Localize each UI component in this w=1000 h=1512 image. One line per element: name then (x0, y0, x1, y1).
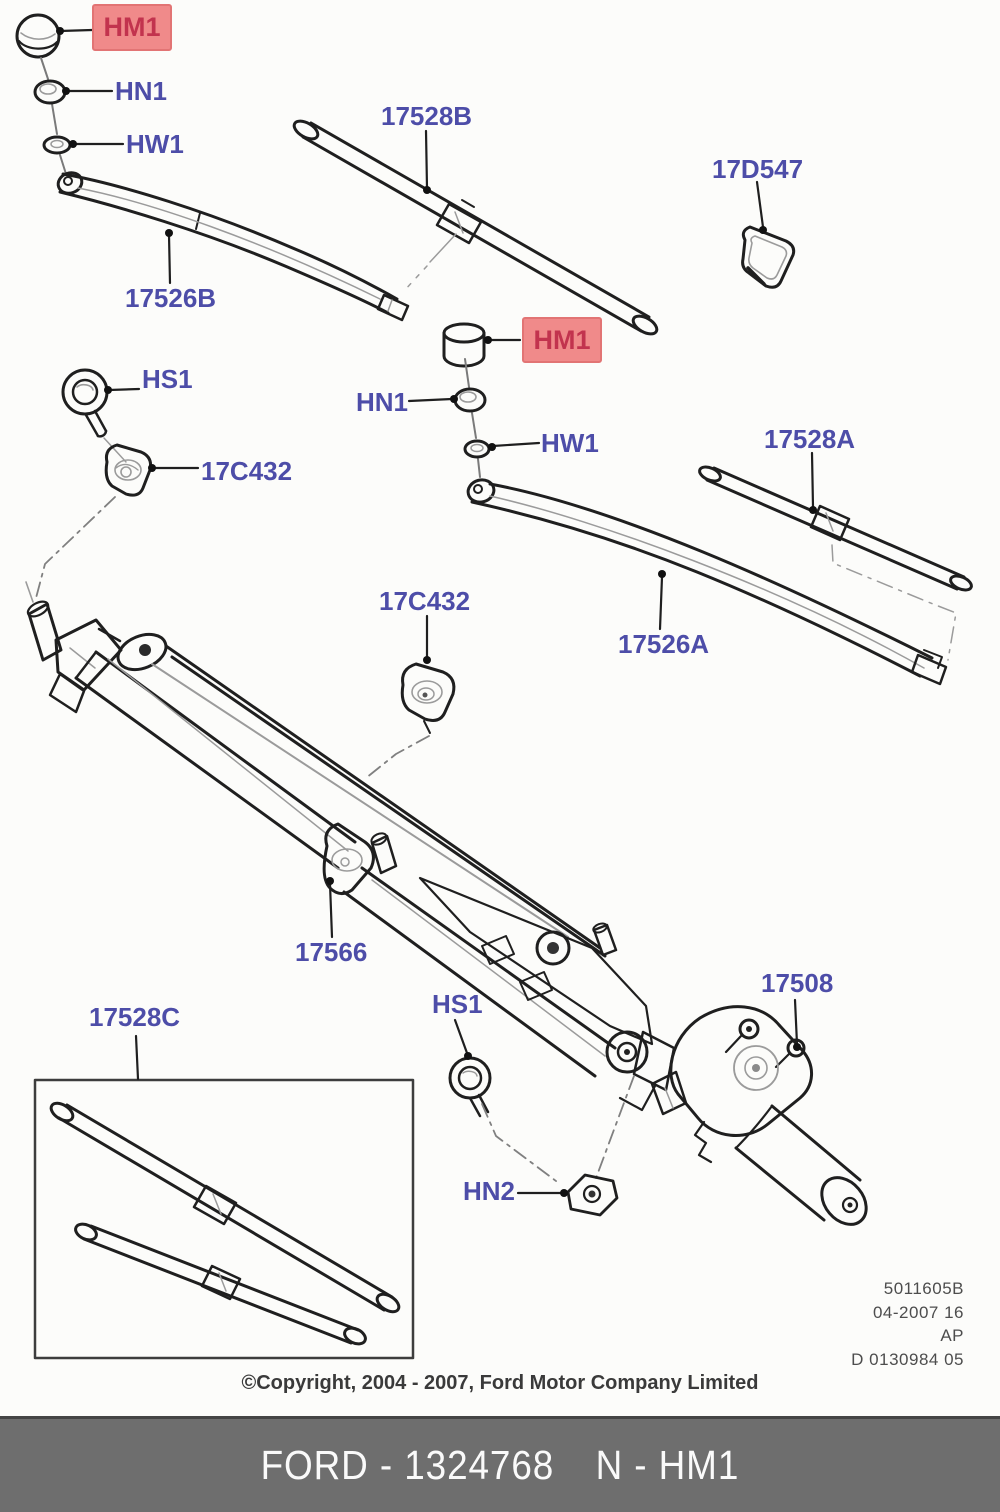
nut-hn1-top-drawing (33, 79, 67, 105)
highlighted-callout-hm1-mid: HM1 (522, 317, 602, 363)
part-label-hn2: HN2 (463, 1176, 516, 1206)
wiper-arm-17526A-drawing (466, 478, 948, 686)
cap-hm1-top-drawing (15, 13, 61, 59)
part-label-hn1-mid: HN1 (356, 387, 409, 417)
stamp-line-2: 04-2007 16 (872, 1302, 964, 1322)
part-label-hm1-top: HM1 (103, 12, 161, 42)
part-label-17526A: 17526A (618, 629, 710, 659)
blade-kit-17528C-drawing (33, 1078, 415, 1360)
construction-line-left (35, 496, 116, 599)
construction-line-hn2 (595, 1075, 635, 1179)
wiper-motor-17508-drawing (650, 1005, 868, 1226)
footer-item-code: N - HM1 (595, 1442, 740, 1488)
part-label-hw1-top: HW1 (126, 129, 184, 159)
footer-bar: FORD - 1324768 N - HM1 (0, 1416, 1000, 1512)
wiper-blade-17528B-drawing (292, 119, 659, 336)
wiper-blade-17528A-drawing (698, 465, 973, 661)
footer-reference: FORD - 1324768 N - HM1 (261, 1442, 740, 1489)
part-label-hm1-mid: HM1 (533, 324, 591, 355)
part-label-hs1-lower: HS1 (432, 989, 483, 1019)
stamp-line-4: D 0130984 05 (851, 1349, 964, 1369)
footer-part-number: FORD - 1324768 (260, 1442, 555, 1488)
construction-line-hs1 (481, 1103, 561, 1185)
part-label-17508: 17508 (761, 968, 834, 998)
cap-hm1-mid-drawing (442, 322, 486, 368)
part-label-17C432-mid: 17C432 (379, 586, 471, 616)
screw-hs1-left-drawing (61, 368, 127, 463)
part-label-17526B: 17526B (125, 283, 217, 313)
washer-hw1-mid-drawing (463, 439, 491, 459)
copyright-notice: ©Copyright, 2004 - 2007, Ford Motor Comp… (241, 1372, 759, 1394)
part-label-17528B: 17528B (381, 101, 473, 131)
nut-hn1-mid-drawing (453, 387, 487, 413)
part-label-hs1-left: HS1 (142, 364, 193, 394)
stamp-line-1: 5011605B (883, 1279, 964, 1298)
wiper-arm-17526B-drawing (56, 171, 410, 322)
part-label-17566: 17566 (295, 937, 368, 967)
part-label-hw1-mid: HW1 (541, 428, 599, 458)
part-label-hn1-top: HN1 (115, 76, 168, 106)
stamp-line-3: AP (940, 1326, 964, 1345)
part-label-17528A: 17528A (764, 424, 856, 454)
grommet-17C432-mid-drawing (400, 662, 456, 734)
construction-line-mid (365, 735, 430, 779)
fastener-stem-top (40, 57, 67, 175)
pivot-cover-17D547-drawing (741, 225, 796, 289)
nut-hn2-drawing (566, 1173, 619, 1217)
grommet-17C432-left-drawing (104, 443, 153, 497)
part-label-17528C: 17528C (89, 1002, 181, 1032)
leader-lines (56, 27, 817, 1197)
part-label-17C432-left: 17C432 (201, 456, 293, 486)
highlighted-callout-hm1-top: HM1 (92, 4, 172, 51)
part-label-17D547: 17D547 (712, 154, 804, 184)
fastener-stem-mid (464, 358, 481, 478)
drawing-stamp: 5011605B 04-2007 16 AP D 0130984 05 (851, 1277, 964, 1371)
washer-hw1-top-drawing (42, 135, 72, 155)
